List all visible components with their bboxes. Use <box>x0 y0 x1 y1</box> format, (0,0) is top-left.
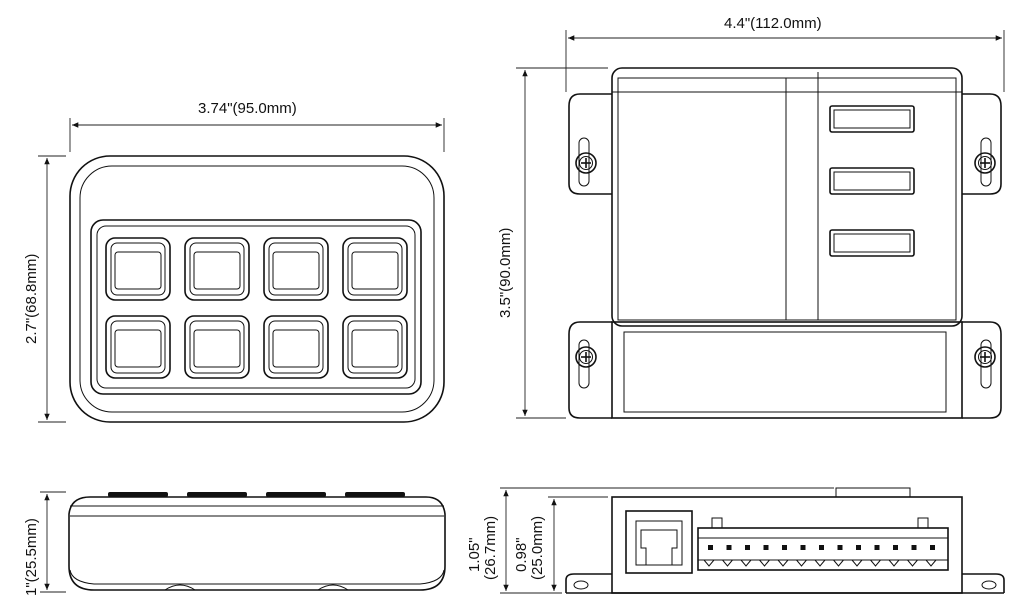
terminal-notch <box>907 559 918 567</box>
terminal-pin <box>782 545 787 550</box>
terminal-pin <box>726 545 732 550</box>
module-height-label: 3.5"(90.0mm) <box>497 227 514 318</box>
module-depth-body-mm-label: (25.0mm) <box>529 515 546 580</box>
keypad-depth-dimension <box>40 491 66 593</box>
terminal-pin <box>819 545 824 550</box>
module-height-dimension <box>516 67 608 419</box>
keypad-button <box>184 315 250 379</box>
keypad-front-view <box>69 155 445 423</box>
terminal-notch <box>833 559 844 567</box>
keypad-button <box>184 237 250 301</box>
terminal-pin <box>856 545 861 550</box>
keypad-side-view <box>68 492 446 591</box>
keypad-button <box>342 315 408 379</box>
terminal-pin <box>837 545 843 550</box>
module-depth-total-mm-label: (26.7mm) <box>482 515 499 580</box>
terminal-notch <box>870 559 881 567</box>
module-depth-total-in-label: 1.05" <box>466 537 483 572</box>
terminal-notch <box>888 559 900 567</box>
screw-head <box>575 152 597 174</box>
terminal-pin <box>800 545 806 550</box>
terminal-pin <box>708 545 713 550</box>
terminal-pin <box>874 545 880 550</box>
terminal-pin <box>911 545 917 550</box>
module-width-dimension <box>565 30 1005 92</box>
terminal-notch <box>740 559 752 567</box>
terminal-notch <box>722 559 733 567</box>
module-top-view <box>568 67 1002 419</box>
screw-head <box>974 346 996 368</box>
keypad-height-label: 2.7"(68.8mm) <box>23 253 40 344</box>
keypad-button <box>105 237 171 301</box>
keypad-button <box>263 315 329 379</box>
keypad-width-dimension <box>69 118 445 152</box>
keypad-width-label: 3.74"(95.0mm) <box>198 100 297 117</box>
screw-head <box>575 346 597 368</box>
screw-head <box>974 152 996 174</box>
terminal-notch <box>759 559 770 567</box>
module-depth-body-in-label: 0.98" <box>513 537 530 572</box>
module-width-label: 4.4"(112.0mm) <box>724 15 822 32</box>
keypad-button-grid <box>105 237 408 379</box>
terminal-notch <box>925 559 937 567</box>
module-side-view <box>565 487 1005 594</box>
keypad-button <box>342 237 408 301</box>
terminal-pin <box>893 545 898 550</box>
keypad-button <box>105 315 171 379</box>
terminal-pin <box>745 545 750 550</box>
terminal-pin <box>930 545 935 550</box>
terminal-pins <box>703 545 937 567</box>
module-depth-dimensions <box>500 487 834 594</box>
keypad-button <box>263 237 329 301</box>
terminal-notch <box>796 559 807 567</box>
terminal-notch <box>703 559 715 567</box>
terminal-pin <box>763 545 769 550</box>
terminal-notch <box>814 559 826 567</box>
mounting-screws <box>575 152 996 368</box>
terminal-notch <box>851 559 863 567</box>
keypad-depth-label: 1"(25.5mm) <box>23 518 40 596</box>
terminal-notch <box>777 559 789 567</box>
keypad-height-dimension <box>38 155 66 423</box>
